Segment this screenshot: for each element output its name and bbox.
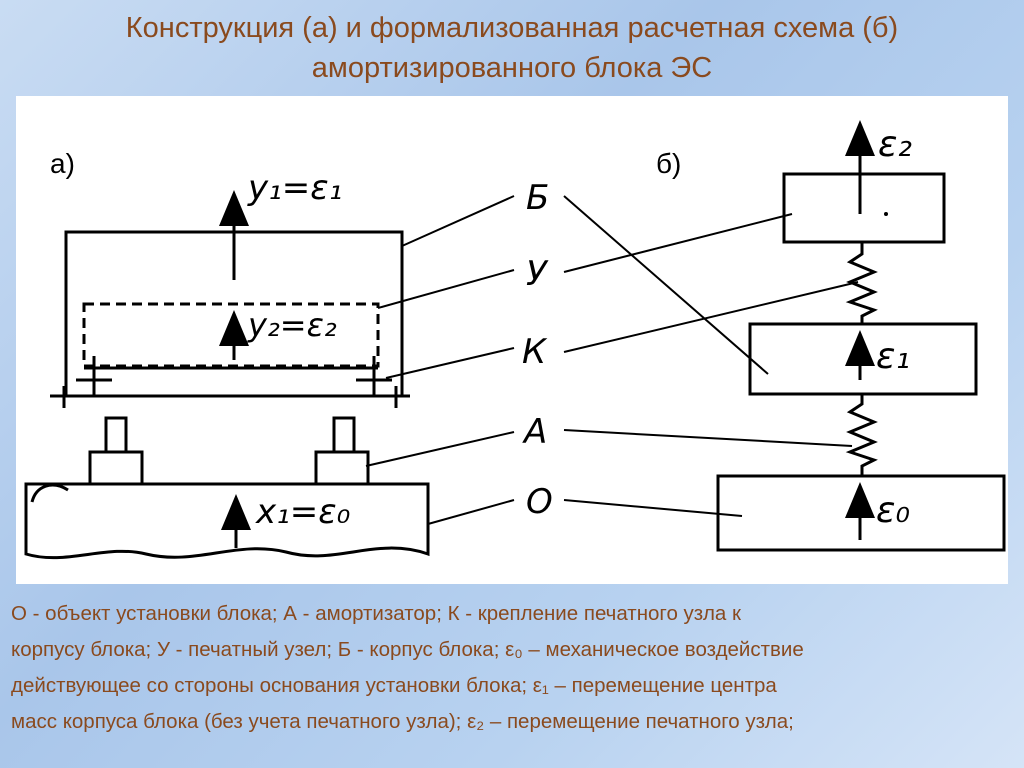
caption-line-1: О - объект установки блока; А - амортиза…	[11, 602, 741, 625]
eq-y1-label: y₁=ε₁	[248, 168, 343, 208]
title-line-2: амортизированного блока ЭС	[311, 52, 713, 84]
letter-b: Б	[526, 178, 550, 218]
eq-y2-label: y₂=ε₂	[248, 306, 337, 344]
diagram-panel: а) б) y₁=ε₁ y₂=ε₂ x₁=ε₀ Б У К А О ε₂ ε₁ …	[16, 96, 1008, 584]
title-line-1: Конструкция (а) и формализованная расчет…	[125, 12, 899, 44]
spring-upper	[845, 242, 878, 324]
letter-o: О	[526, 482, 553, 522]
leader-lines	[365, 195, 859, 525]
eps1-label: ε₁	[876, 336, 910, 377]
slide-title: Конструкция (а) и формализованная расчет…	[0, 8, 1024, 88]
eps2-label: ε₂	[878, 124, 912, 165]
diagram-svg	[24, 120, 1006, 560]
mass-housing-e1	[748, 322, 978, 396]
caption-line-2: корпусу блока; У - печатный узел; Б - ко…	[11, 638, 804, 661]
panel-b-label: б)	[656, 148, 682, 179]
caption-line-3: действующее со стороны основания установ…	[11, 674, 777, 697]
base-object-o	[24, 482, 430, 560]
letter-a: А	[524, 412, 548, 452]
shock-absorber-left	[88, 416, 144, 486]
eq-x1-label: x₁=ε₀	[256, 492, 351, 532]
legend-caption: О - объект установки блока; А - амортиза…	[11, 596, 1011, 740]
pcb-dashed-y	[82, 302, 380, 368]
panel-a-label: а)	[50, 148, 75, 179]
shock-absorber-right	[314, 416, 370, 486]
letter-k: К	[522, 332, 547, 372]
dot-marker	[884, 212, 888, 216]
eps0-label: ε₀	[876, 490, 910, 531]
pcb-mount-k	[50, 356, 410, 408]
letter-u: У	[526, 254, 547, 294]
mass-pcb-e2	[782, 172, 946, 244]
caption-line-4: масс корпуса блока (без учета печатного …	[11, 710, 794, 733]
spring-lower	[845, 394, 878, 476]
